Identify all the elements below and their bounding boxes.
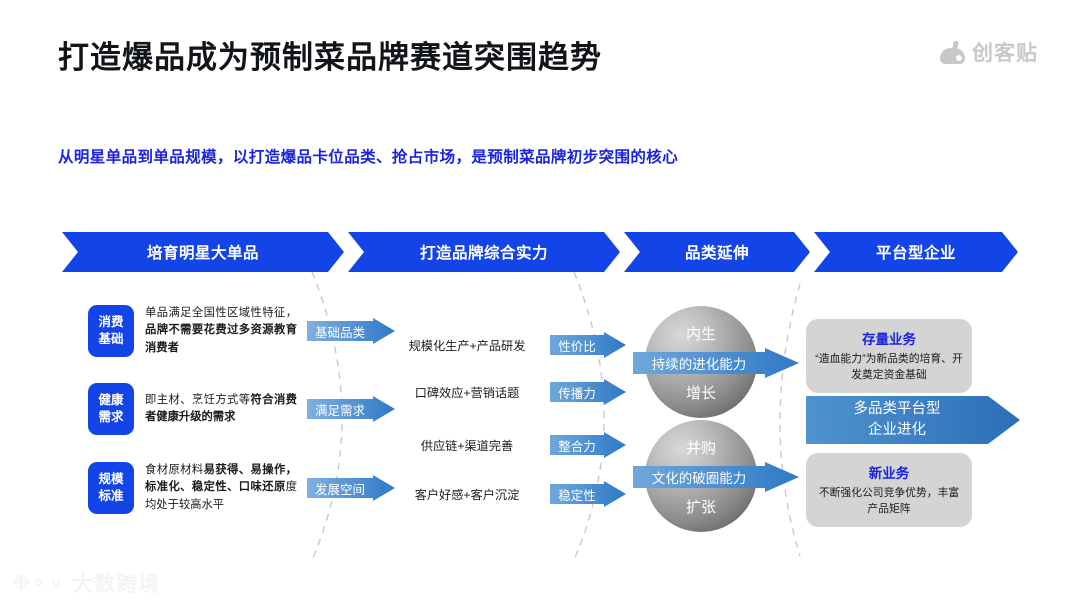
- capability-row-1: 规模化生产+产品研发 性价比: [392, 332, 626, 358]
- capability-row-4: 客户好感+客户沉淀 稳定性: [392, 481, 626, 507]
- outcome-body-new-business: 不断强化公司竞争优势，丰富产品矩阵: [818, 487, 960, 516]
- capability-row-2: 口碑效应+营销话题 传播力: [392, 379, 626, 405]
- brand-mark-icon: [940, 40, 965, 64]
- stage-chevron-2[interactable]: 打造品牌综合实力: [348, 232, 620, 272]
- foundation-row-2: 健康 需求 即主材、烹饪方式等符合消费者健康升级的需求 满足需求: [88, 383, 395, 435]
- foundation-badge-line1-1: 消费: [98, 314, 124, 329]
- outcome-box-new-business[interactable]: 新业务 不断强化公司竞争优势，丰富产品矩阵: [806, 453, 972, 528]
- sphere-banner-label-1: 持续的进化能力: [651, 357, 747, 372]
- foundation-desc-bold-1: 品牌不需要花费过多资源教育消费者: [145, 324, 297, 354]
- site-logo-icon: ❉⚬⚬: [12, 570, 65, 595]
- foundation-badge-1[interactable]: 消费 基础: [88, 305, 134, 357]
- sphere-group-1: 内生 增长 持续的进化能力: [633, 306, 799, 426]
- foundation-tag-arrow-1[interactable]: 基础品类: [307, 318, 395, 344]
- capability-text-3: 供应链+渠道完善: [420, 439, 514, 453]
- page-title: 打造爆品成为预制菜品牌赛道突围趋势: [58, 40, 602, 75]
- foundation-desc-bold-3: 易获得、易操作，标准化、稳定性、口味还原: [145, 464, 297, 494]
- platform-arrow-text: 多品类平台型 企业进化: [806, 399, 988, 440]
- sphere-top-label-1: 内生: [685, 326, 716, 343]
- stage-chevron-4[interactable]: 平台型企业: [814, 232, 1018, 272]
- foundation-tag-arrow-3[interactable]: 发展空间: [307, 475, 395, 501]
- brand-watermark: 创客贴: [940, 37, 1038, 67]
- foundation-badge-line2-3: 标准: [98, 489, 124, 503]
- capability-tag-2: 传播力: [558, 386, 596, 401]
- page-subtitle: 从明星单品到单品规模，以打造爆品卡位品类、抢占市场，是预制菜品牌初步突围的核心: [58, 149, 679, 166]
- capability-tag-4: 稳定性: [558, 488, 596, 503]
- foundation-desc-plain1-3: 食材原材料: [145, 464, 204, 477]
- foundation-desc-plain2-3: 度均处于较高水平: [145, 481, 297, 511]
- sphere-bottom-label-2: 扩张: [685, 499, 716, 516]
- foundation-desc-plain1-1: 单品满足全国性区域性特征，: [145, 307, 297, 320]
- foundation-badge-line1-2: 健康: [98, 392, 124, 407]
- capability-tag-3: 整合力: [558, 439, 596, 454]
- foundation-row-3: 规模 标准 食材原材料易获得、易操作，标准化、稳定性、口味还原度均处于较高水平 …: [88, 462, 395, 514]
- stage-label-4: 平台型企业: [875, 245, 956, 262]
- foundation-badge-3[interactable]: 规模 标准: [88, 462, 134, 514]
- foundation-tag-arrow-2[interactable]: 满足需求: [307, 396, 395, 422]
- capability-text-1: 规模化生产+产品研发: [408, 339, 526, 353]
- foundation-badge-line1-3: 规模: [98, 471, 124, 486]
- platform-evolution-arrow[interactable]: 多品类平台型 企业进化: [806, 396, 1020, 444]
- foundation-row-1: 消费 基础 单品满足全国性区域性特征， 品牌不需要花费过多资源教育消费者 基础品类: [88, 305, 395, 357]
- capability-arrow-1[interactable]: 性价比: [550, 332, 626, 358]
- foundation-desc-plain1-2: 即主材、烹饪方式等: [145, 393, 251, 406]
- site-logo: ❉⚬⚬ 大数跨境: [12, 568, 160, 598]
- sphere-banner-arrow-2[interactable]: 文化的破圈能力: [633, 462, 799, 492]
- brand-watermark-label: 创客贴: [972, 42, 1038, 65]
- capability-arrow-4[interactable]: 稳定性: [550, 481, 626, 507]
- foundation-tag-label-3: 发展空间: [314, 482, 365, 497]
- foundation-badge-2[interactable]: 健康 需求: [88, 383, 134, 435]
- foundation-desc-1: 单品满足全国性区域性特征， 品牌不需要花费过多资源教育消费者: [145, 305, 297, 356]
- stage-label-3: 品类延伸: [684, 245, 749, 262]
- capability-arrow-2[interactable]: 传播力: [550, 379, 626, 405]
- stage-banner: 培育明星大单品 打造品牌综合实力 品类延伸 平台型企业: [62, 232, 1018, 272]
- outcome-box-existing-business[interactable]: 存量业务 “造血能力”为新品类的培育、开发奠定资金基础: [806, 319, 972, 394]
- foundation-desc-bold-2: 符合消费者健康升级的需求: [145, 393, 297, 423]
- capability-row-3: 供应链+渠道完善 整合力: [392, 432, 626, 458]
- sphere-top-label-2: 并购: [685, 440, 716, 457]
- stage-chevron-3[interactable]: 品类延伸: [624, 232, 810, 272]
- foundation-tag-label-1: 基础品类: [314, 325, 365, 340]
- capability-text-4: 客户好感+客户沉淀: [414, 488, 520, 502]
- sphere-bottom-label-1: 增长: [685, 385, 716, 402]
- outcome-title-existing-business: 存量业务: [862, 332, 916, 347]
- platform-arrow-line2: 企业进化: [868, 422, 926, 438]
- capability-tag-1: 性价比: [558, 339, 596, 354]
- foundation-desc-3: 食材原材料易获得、易操作，标准化、稳定性、口味还原度均处于较高水平: [145, 462, 297, 513]
- sphere-group-2: 并购 扩张 文化的破圈能力: [633, 420, 799, 540]
- foundation-tag-label-2: 满足需求: [314, 403, 365, 418]
- sphere-banner-arrow-1[interactable]: 持续的进化能力: [633, 348, 799, 378]
- capability-arrow-3[interactable]: 整合力: [550, 432, 626, 458]
- stage-chevron-1[interactable]: 培育明星大单品: [62, 232, 344, 272]
- site-logo-label: 大数跨境: [72, 573, 161, 596]
- foundation-badge-line2-2: 需求: [98, 410, 124, 424]
- foundation-badge-line2-1: 基础: [98, 332, 124, 346]
- outcome-title-new-business: 新业务: [868, 466, 910, 481]
- capability-text-2: 口碑效应+营销话题: [414, 386, 520, 400]
- stage-label-1: 培育明星大单品: [146, 245, 259, 262]
- platform-arrow-line1: 多品类平台型: [853, 401, 941, 418]
- foundation-desc-2: 即主材、烹饪方式等符合消费者健康升级的需求: [145, 392, 297, 426]
- stage-label-2: 打造品牌综合实力: [419, 245, 548, 262]
- sphere-banner-label-2: 文化的破圈能力: [651, 471, 747, 486]
- outcome-body-existing-business: “造血能力”为新品类的培育、开发奠定资金基础: [815, 353, 963, 382]
